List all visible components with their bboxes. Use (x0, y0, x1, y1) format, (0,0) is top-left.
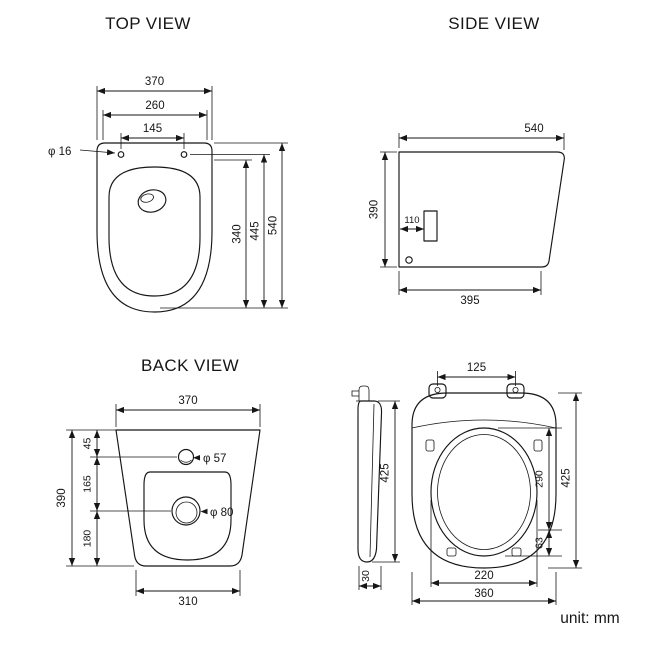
toilet-outline-side (398, 151, 565, 268)
mounting-pod (143, 471, 232, 561)
seat-views: 425 30 125 (351, 362, 582, 605)
dim-label-370: 370 (145, 76, 164, 88)
dim-label-63: 63 (534, 537, 546, 549)
dim-label-360: 360 (474, 588, 493, 600)
dim-label-540-top: 540 (268, 216, 280, 235)
side-drain-hole (405, 256, 413, 264)
dim-label-220: 220 (474, 570, 493, 582)
side-dim-depth-top: 540 (398, 123, 565, 150)
top-dim-width: 370 (96, 76, 213, 140)
back-dim-width: 370 (115, 395, 261, 427)
bumper-right (533, 439, 543, 452)
dim-label-390-side: 390 (369, 200, 381, 219)
side-dim-depth-bottom: 395 (398, 271, 542, 307)
seat-dim-width: 360 (411, 572, 557, 605)
dim-label-30: 30 (360, 570, 372, 582)
dim-label-phi16: φ 16 (48, 146, 71, 158)
fixing-hole-left (117, 151, 125, 158)
dim-label-phi57: φ 57 (203, 453, 226, 465)
flush-outlet (137, 189, 167, 213)
back-view-title: BACK VIEW (141, 356, 239, 375)
seat-dim-front-edge: 63 (534, 530, 553, 556)
bumper-bottom-left (446, 547, 457, 557)
dim-label-340: 340 (232, 224, 244, 243)
seat-ring-inner (437, 434, 531, 550)
side-view: 540 390 110 395 (369, 123, 565, 307)
dim-label-110: 110 (404, 215, 419, 226)
side-dim-height: 390 (369, 151, 397, 268)
toilet-outline-back (115, 429, 261, 567)
dim-label-125: 125 (467, 362, 486, 374)
dim-label-370-back: 370 (178, 395, 197, 407)
top-view: 370 260 145 φ 16 340 445 (48, 76, 288, 313)
dim-label-145: 145 (143, 123, 162, 135)
seat-dim-total-length: 425 (561, 393, 580, 568)
back-dim-offset-mid: 165 (82, 457, 101, 511)
top-dim-depth-bowl: 340 (232, 160, 250, 308)
hinge-fitting-icon (351, 385, 372, 402)
top-dim-depth-mid: 445 (250, 154, 268, 308)
inlet-hole (177, 448, 195, 466)
seat-dim-hinge-spacing: 125 (437, 362, 516, 386)
dim-label-phi80: φ 80 (210, 507, 233, 519)
dim-label-395: 395 (460, 295, 479, 307)
top-dim-inner-width: 260 (102, 100, 208, 140)
unit-label: unit: mm (560, 610, 619, 627)
top-dim-hole-diameter: φ 16 (48, 146, 116, 158)
seat-dim-opening-length: 290 (534, 428, 553, 530)
lid-outline (411, 392, 557, 569)
top-dim-depth-total: 540 (268, 143, 286, 308)
seat-side-seam (369, 403, 375, 558)
hinge-right (506, 383, 525, 399)
back-dim-width-bottom: 310 (135, 570, 241, 608)
toilet-outline-top (96, 142, 213, 313)
back-dim-height: 390 (56, 430, 76, 566)
back-dim-inlet-diameter: φ 57 (193, 453, 226, 465)
side-view-title: SIDE VIEW (448, 14, 539, 33)
dim-label-445: 445 (250, 221, 262, 240)
fixing-bracket (423, 210, 438, 242)
outlet-hole (171, 496, 201, 526)
dim-label-540-side: 540 (524, 123, 543, 135)
back-dim-outlet-diameter: φ 80 (200, 507, 233, 519)
seat-side-profile (357, 400, 383, 563)
hinge-left (428, 383, 447, 399)
dim-label-290: 290 (534, 470, 546, 488)
seat-dim-opening-width: 220 (430, 500, 538, 587)
top-dim-hole-spacing: 145 (120, 123, 185, 149)
dim-label-45: 45 (82, 438, 94, 450)
seat-dim-side-height: 425 (372, 400, 400, 563)
seat-ring-outer (430, 427, 538, 557)
seat-dim-thickness: 30 (358, 566, 382, 590)
back-dim-offset-top: 45 (82, 430, 101, 457)
back-view: φ 57 φ 80 390 45 165 180 3 (56, 395, 261, 608)
dim-label-390-back: 390 (56, 488, 68, 507)
dim-label-310: 310 (178, 596, 197, 608)
dim-label-425-lid: 425 (561, 468, 573, 487)
dim-label-425-side: 425 (380, 463, 392, 482)
seat-opening-top (108, 166, 201, 297)
bumper-bottom-right (511, 547, 522, 557)
back-dim-offset-bottom: 180 (82, 511, 101, 566)
dim-label-165: 165 (82, 475, 94, 493)
top-view-title: TOP VIEW (105, 14, 191, 33)
bumper-left (425, 439, 435, 452)
side-dim-wall-offset: 110 (400, 215, 424, 233)
lid-seam (411, 419, 557, 429)
dim-label-180: 180 (82, 530, 94, 548)
dim-label-260: 260 (145, 100, 164, 112)
fixing-hole-right (180, 151, 188, 158)
